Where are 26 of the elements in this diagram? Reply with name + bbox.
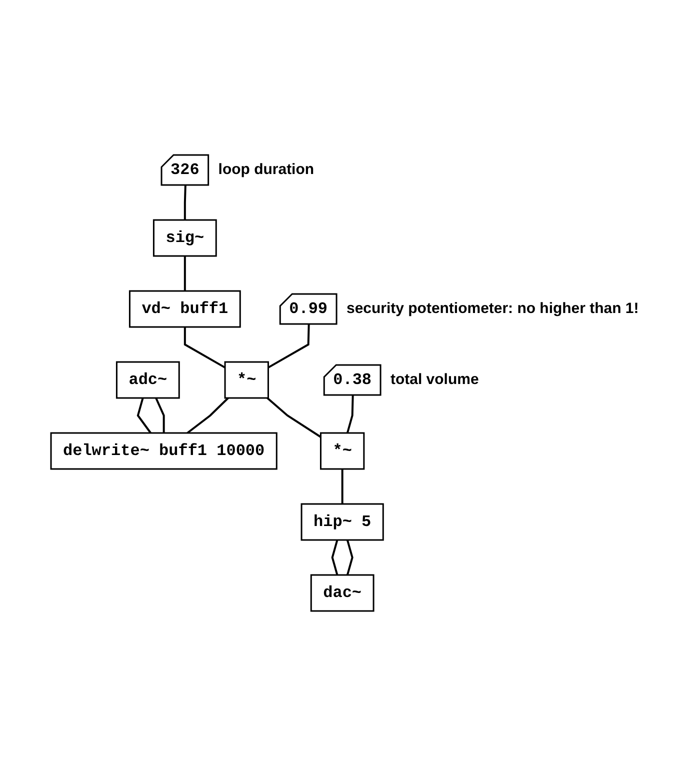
number-box: 0.99	[279, 292, 338, 324]
object-box: dac~	[310, 574, 374, 612]
patch-cord	[136, 397, 152, 434]
object-box: vd~ buff1	[128, 290, 241, 328]
patch-cord	[184, 256, 186, 290]
patch-cord	[346, 539, 354, 575]
patch-cord	[155, 397, 165, 432]
comment-text: loop duration	[218, 160, 314, 178]
number-box: 0.38	[323, 364, 382, 396]
object-box: *~	[224, 360, 269, 398]
object-box: delwrite~ buff1 10000	[50, 432, 278, 470]
comment-text: total volume	[390, 370, 479, 388]
patch-cord	[341, 468, 344, 504]
patch-cord	[266, 396, 322, 438]
patch-cord	[186, 396, 229, 434]
patch-cord	[268, 324, 310, 368]
number-box: 326	[160, 154, 210, 186]
patch-cord	[331, 539, 338, 575]
patch-cord	[346, 394, 354, 433]
object-box: sig~	[152, 218, 217, 256]
comment-text: security potentiometer: no higher than 1!	[346, 299, 639, 316]
object-box: hip~ 5	[300, 502, 384, 540]
patch-cord	[184, 184, 186, 220]
object-box: adc~	[116, 360, 180, 398]
patch-cord	[184, 326, 226, 368]
object-box: *~	[320, 432, 365, 470]
